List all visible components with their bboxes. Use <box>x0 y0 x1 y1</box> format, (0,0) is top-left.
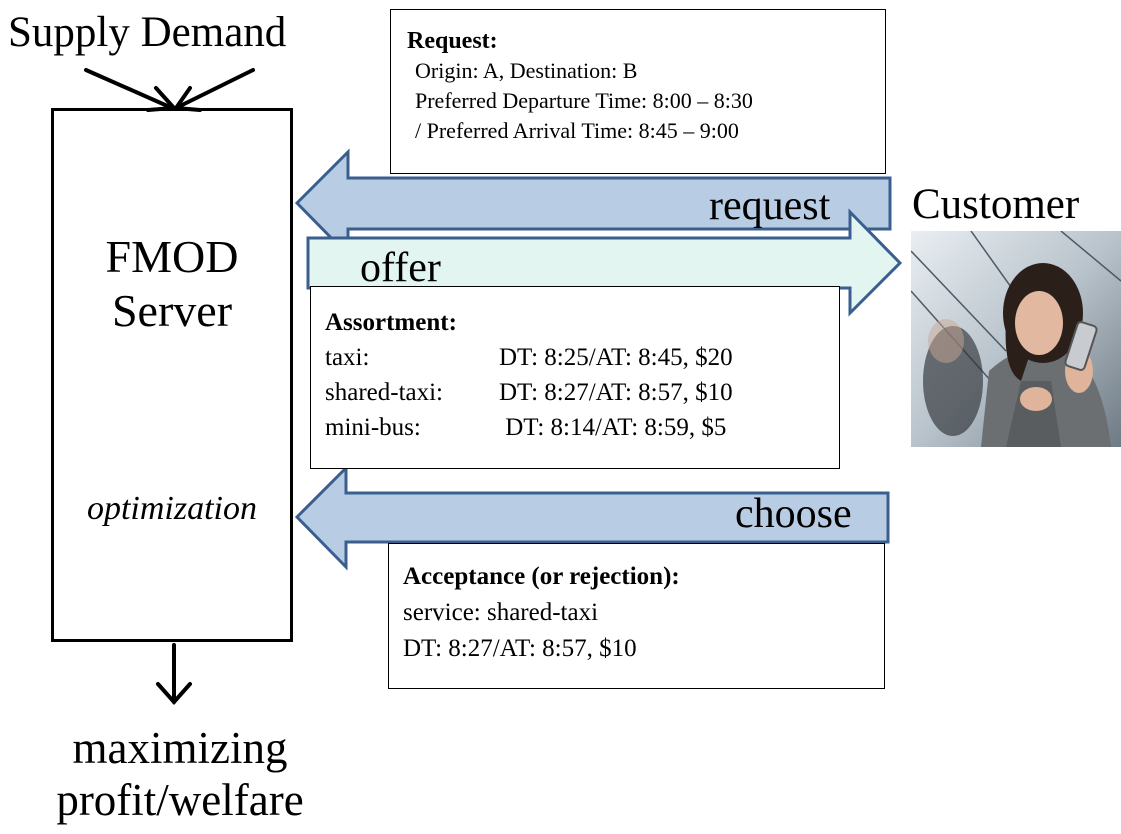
assortment-heading: Assortment: <box>325 309 457 336</box>
choose-arrow-label: choose <box>735 491 852 537</box>
objective-line2: profit/welfare <box>56 775 304 825</box>
acceptance-box: Acceptance (or rejection): service: shar… <box>388 543 885 689</box>
server-title: FMOD Server <box>51 230 293 338</box>
customer-label: Customer <box>912 181 1080 228</box>
supply-arrow-line <box>84 68 174 110</box>
assortment-box: Assortment: taxi: DT: 8:25/AT: 8:45, $20… <box>310 286 840 469</box>
assortment-details: DT: 8:27/AT: 8:57, $10 <box>499 379 733 406</box>
assortment-row: taxi: DT: 8:25/AT: 8:45, $20 <box>325 340 839 375</box>
server-title-line1: FMOD <box>105 231 239 282</box>
request-heading: Request: <box>407 28 498 54</box>
assortment-row: mini-bus: DT: 8:14/AT: 8:59, $5 <box>325 410 839 445</box>
assortment-details: DT: 8:25/AT: 8:45, $20 <box>499 344 733 371</box>
optimization-label: optimization <box>86 490 258 527</box>
offer-arrow-label: offer <box>360 245 441 291</box>
assortment-row: shared-taxi: DT: 8:27/AT: 8:57, $10 <box>325 375 839 410</box>
customer-photo <box>911 231 1121 447</box>
choose-arrow <box>294 464 890 571</box>
request-line: Preferred Departure Time: 8:00 – 8:30 <box>415 88 753 113</box>
supply-demand-label: Supply Demand <box>8 9 287 56</box>
server-title-line2: Server <box>111 285 233 336</box>
objective-line1: maximizing <box>72 723 288 773</box>
assortment-service: mini-bus: <box>325 414 421 441</box>
assortment-service: taxi: <box>325 344 370 371</box>
acceptance-line: service: shared-taxi <box>403 599 599 626</box>
assortment-service: shared-taxi: <box>325 379 444 406</box>
objective-label: maximizing profit/welfare <box>20 722 340 826</box>
request-box: Request: Origin: A, Destination: B Prefe… <box>390 9 886 174</box>
output-arrowhead <box>156 682 192 706</box>
fmod-server-box <box>51 108 293 642</box>
request-arrow-label: request <box>709 183 831 229</box>
demand-arrow-line <box>174 68 255 110</box>
acceptance-line: DT: 8:27/AT: 8:57, $10 <box>403 635 637 662</box>
request-line: / Preferred Arrival Time: 8:45 – 9:00 <box>415 118 739 143</box>
assortment-details: DT: 8:14/AT: 8:59, $5 <box>499 414 727 441</box>
acceptance-heading: Acceptance (or rejection): <box>403 563 680 590</box>
request-line: Origin: A, Destination: B <box>415 58 638 83</box>
